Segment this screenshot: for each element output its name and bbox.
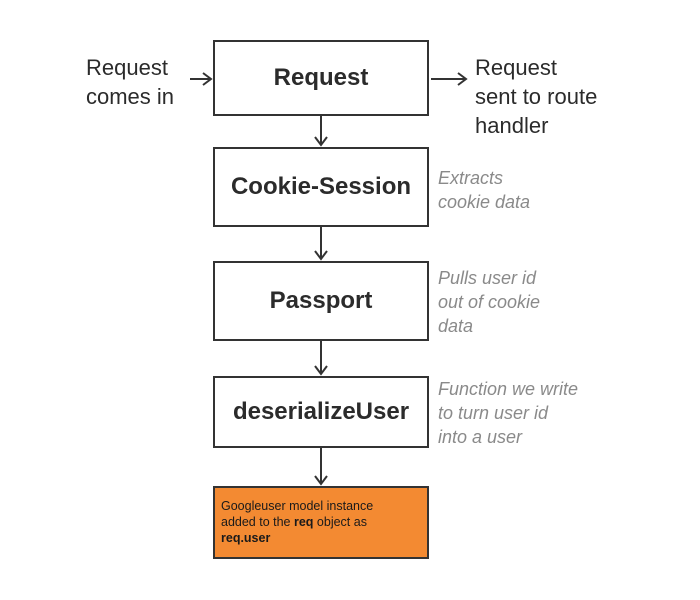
passport-box-label: Passport [269, 287, 373, 314]
cookie-session-box: Cookie-Session [213, 147, 429, 227]
request-box: Request [213, 40, 429, 116]
deserialize-user-box-label: deserializeUser [232, 398, 410, 425]
passport-box: Passport [213, 261, 429, 341]
incoming-arrowhead [202, 72, 213, 86]
req-user-result-box: Googleuser model instance added to the r… [213, 486, 429, 559]
request-comes-in-label: Request comes in [86, 55, 175, 109]
deserialize-user-box: deserializeUser [213, 376, 429, 448]
request-sent-label: Request sent to route handler [475, 55, 598, 138]
passport-note: Pulls user id out of cookie data [438, 268, 541, 336]
cookie-session-box-label: Cookie-Session [230, 173, 412, 200]
cookie-session-note: Extracts cookie data [438, 168, 531, 212]
request-box-label: Request [273, 64, 369, 91]
outgoing-arrowhead [457, 72, 468, 86]
deserialize-user-note: Function we write to turn user id into a… [438, 379, 579, 447]
